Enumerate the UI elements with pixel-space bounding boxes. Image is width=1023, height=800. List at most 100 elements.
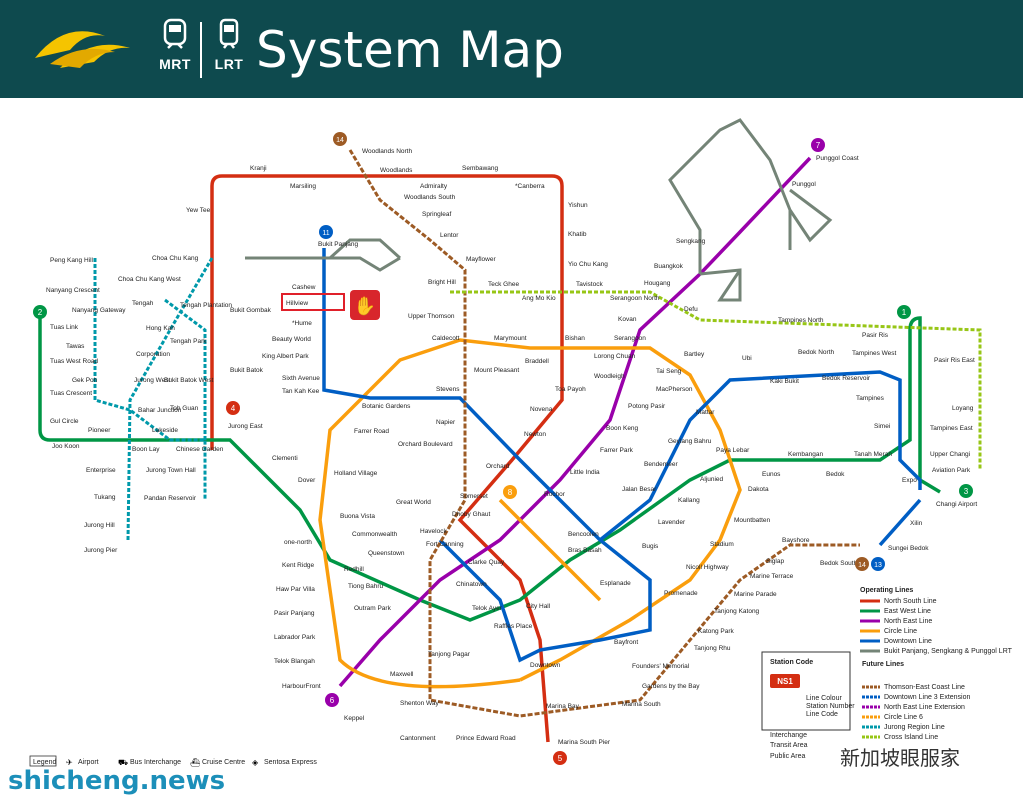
station-jurong-pier[interactable]: Jurong Pier	[84, 547, 118, 554]
station-napier[interactable]: Napier	[436, 419, 456, 426]
station-esplanade[interactable]: Esplanade	[600, 580, 631, 587]
station-bugis[interactable]: Bugis	[642, 543, 659, 550]
station-mayflower[interactable]: Mayflower	[466, 256, 496, 263]
station-bras-basah[interactable]: Bras Basah	[568, 547, 602, 554]
station-rochor[interactable]: Rochor	[544, 491, 566, 498]
station-sixth-avenue[interactable]: Sixth Avenue	[282, 375, 320, 382]
station-tampines[interactable]: Tampines	[856, 395, 885, 402]
station-marina-south[interactable]: Marina South	[622, 701, 661, 708]
station-serangoon-north[interactable]: Serangoon North	[610, 295, 660, 302]
station-choa-chu-kang-west[interactable]: Choa Chu Kang West	[118, 276, 181, 283]
station-pandan-reservoir[interactable]: Pandan Reservoir	[144, 495, 197, 502]
station-telok-ayer[interactable]: Telok Ayer	[472, 605, 503, 612]
station-bukit-batok[interactable]: Bukit Batok	[230, 367, 264, 374]
station-chinatown[interactable]: Chinatown	[456, 581, 487, 588]
station-punggol[interactable]: Punggol	[792, 181, 816, 188]
station-bartley[interactable]: Bartley	[684, 351, 705, 358]
station-farrer-park[interactable]: Farrer Park	[600, 447, 634, 454]
station-orchard-boulevard[interactable]: Orchard Boulevard	[398, 441, 453, 448]
station-tukang[interactable]: Tukang	[94, 494, 116, 501]
station-bukit-gombak[interactable]: Bukit Gombak	[230, 307, 272, 314]
station-tampines-east[interactable]: Tampines East	[930, 425, 973, 432]
station-lentor[interactable]: Lentor	[440, 232, 459, 239]
station-maxwell[interactable]: Maxwell	[390, 671, 414, 678]
station-woodlands-south[interactable]: Woodlands South	[404, 194, 456, 201]
station-yew-tee[interactable]: Yew Tee	[186, 207, 211, 214]
station-canberra[interactable]: *Canberra	[515, 183, 545, 190]
station-tan-kah-kee[interactable]: Tan Kah Kee	[282, 388, 320, 395]
station-dakota[interactable]: Dakota	[748, 486, 769, 493]
station-enterprise[interactable]: Enterprise	[86, 467, 116, 474]
station-tanjong-rhu[interactable]: Tanjong Rhu	[694, 645, 731, 652]
station-lorong-chuan[interactable]: Lorong Chuan	[594, 353, 636, 360]
station-choa-chu-kang[interactable]: Choa Chu Kang	[152, 255, 199, 262]
station-holland-village[interactable]: Holland Village	[334, 470, 378, 477]
station-gek-poh[interactable]: Gek Poh	[72, 377, 98, 384]
station-siglap[interactable]: Siglap	[766, 558, 784, 565]
station-teck-ghee[interactable]: Teck Ghee	[488, 281, 519, 288]
station-sengkang[interactable]: Sengkang	[676, 238, 706, 245]
station-great-world[interactable]: Great World	[396, 499, 431, 506]
station-bayshore[interactable]: Bayshore	[782, 537, 810, 544]
station-mount-pleasant[interactable]: Mount Pleasant	[474, 367, 519, 374]
station-joo-koon[interactable]: Joo Koon	[52, 443, 80, 450]
station-bencoolen[interactable]: Bencoolen	[568, 531, 599, 538]
station-kallang[interactable]: Kallang	[678, 497, 700, 504]
station-braddell[interactable]: Braddell	[525, 358, 549, 365]
station-tengah-park[interactable]: Tengah Park	[170, 338, 207, 345]
station-bukit-batok-west[interactable]: Bukit Batok West	[164, 377, 214, 384]
station-bukit-panjang[interactable]: Bukit Panjang	[318, 241, 358, 248]
station-city-hall[interactable]: City Hall	[526, 603, 551, 610]
station-aljunied[interactable]: Aljunied	[700, 476, 724, 483]
station-xilin[interactable]: Xilin	[910, 520, 923, 527]
station-kaki-bukit[interactable]: Kaki Bukit	[770, 378, 799, 385]
station-dhoby-ghaut[interactable]: Dhoby Ghaut	[452, 511, 490, 518]
station-tawas[interactable]: Tawas	[66, 343, 85, 350]
station-fort-canning[interactable]: Fort Canning	[426, 541, 464, 548]
station-kent-ridge[interactable]: Kent Ridge	[282, 562, 315, 569]
station-geylang-bahru[interactable]: Geylang Bahru	[668, 438, 712, 445]
station-tai-seng[interactable]: Tai Seng	[656, 368, 682, 375]
station-bishan[interactable]: Bishan	[565, 335, 585, 342]
station-haw-par-villa[interactable]: Haw Par Villa	[276, 586, 315, 593]
station-little-india[interactable]: Little India	[570, 469, 600, 476]
station-clementi[interactable]: Clementi	[272, 455, 298, 462]
station-telok-blangah[interactable]: Telok Blangah	[274, 658, 315, 665]
station-bayfront[interactable]: Bayfront	[614, 639, 638, 646]
station-stadium[interactable]: Stadium	[710, 541, 734, 548]
station-expo[interactable]: Expo	[902, 477, 917, 484]
station-nanyang-gateway[interactable]: Nanyang Gateway	[72, 307, 126, 314]
station-changi-airport[interactable]: Changi Airport	[936, 501, 977, 508]
station-woodleigh[interactable]: Woodleigh	[594, 373, 625, 380]
station-mountbatten[interactable]: Mountbatten	[734, 517, 771, 524]
station-pasir-ris-east[interactable]: Pasir Ris East	[934, 357, 975, 364]
station-yio-chu-kang[interactable]: Yio Chu Kang	[568, 261, 608, 268]
station-bedok-reservoir[interactable]: Bedok Reservoir	[822, 375, 871, 382]
station-ubi[interactable]: Ubi	[742, 355, 752, 362]
station-king-albert-park[interactable]: King Albert Park	[262, 353, 309, 360]
station-queenstown[interactable]: Queenstown	[368, 550, 405, 557]
station-commonwealth[interactable]: Commonwealth	[352, 531, 398, 538]
station-farrer-road[interactable]: Farrer Road	[354, 428, 389, 435]
station-defu[interactable]: Defu	[684, 306, 698, 313]
station-keppel[interactable]: Keppel	[344, 715, 365, 722]
station-sungei-bedok[interactable]: Sungei Bedok	[888, 545, 929, 552]
station-boon-keng[interactable]: Boon Keng	[606, 425, 639, 432]
station-dover[interactable]: Dover	[298, 477, 316, 484]
station-marymount[interactable]: Marymount	[494, 335, 527, 342]
station-downtown[interactable]: Downtown	[530, 662, 561, 669]
station-kembangan[interactable]: Kembangan	[788, 451, 823, 458]
station-tampines-north[interactable]: Tampines North	[778, 317, 824, 324]
station-hong-kah[interactable]: Hong Kah	[146, 325, 175, 332]
station-jurong-west[interactable]: Jurong West	[134, 377, 171, 384]
station-bedok-south[interactable]: Bedok South	[820, 560, 858, 567]
station-bendemeer[interactable]: Bendemeer	[644, 461, 678, 468]
station-boon-lay[interactable]: Boon Lay	[132, 446, 160, 453]
station-lavender[interactable]: Lavender	[658, 519, 686, 526]
station-raffles-place[interactable]: Raffles Place	[494, 623, 533, 630]
station-khatib[interactable]: Khatib	[568, 231, 587, 238]
station-corporation[interactable]: Corporation	[136, 351, 170, 358]
station-bright-hill[interactable]: Bright Hill	[428, 279, 456, 286]
station-shenton-way[interactable]: Shenton Way	[400, 700, 440, 707]
station-hume[interactable]: *Hume	[292, 320, 312, 327]
